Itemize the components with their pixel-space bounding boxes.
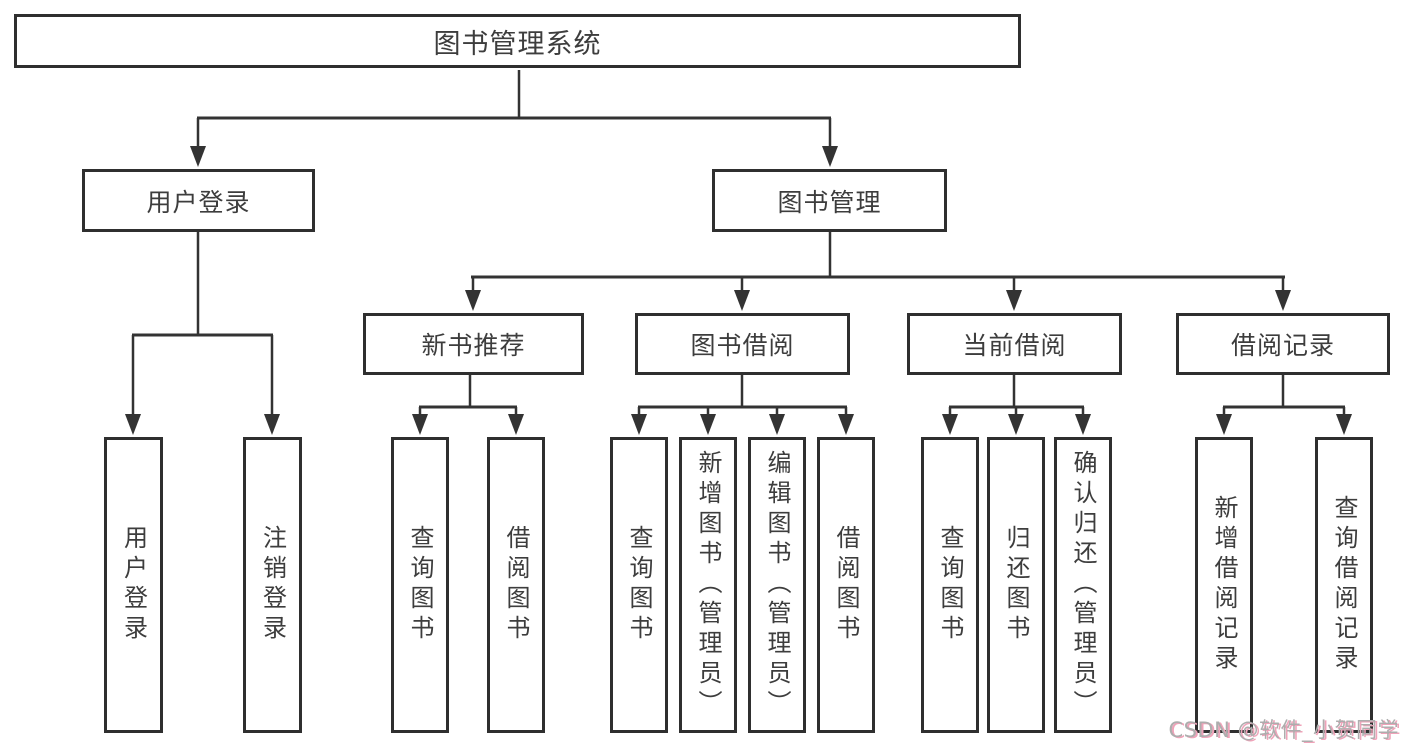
leaf-query-borrow-record: 查询借阅记录: [1315, 437, 1373, 733]
node-book-borrow: 图书借阅: [635, 313, 850, 375]
leaf-query-borrow-record-label: 查询借阅记录: [1330, 495, 1358, 675]
node-book-mgmt-label: 图书管理: [777, 187, 882, 217]
node-current-borrow: 当前借阅: [907, 313, 1122, 375]
node-root-label: 图书管理系统: [433, 28, 602, 60]
leaf-query-book-newrec-label: 查询图书: [406, 525, 434, 645]
node-book-borrow-label: 图书借阅: [690, 331, 795, 360]
node-user-login: 用户登录: [82, 169, 315, 232]
leaf-confirm-return-admin: 确认归还（管理员）: [1054, 437, 1112, 733]
node-borrow-records: 借阅记录: [1176, 313, 1390, 375]
leaf-add-book-admin-label: 新增图书（管理员）: [694, 450, 722, 720]
node-root: 图书管理系统: [14, 14, 1021, 68]
node-borrow-records-label: 借阅记录: [1230, 331, 1335, 360]
leaf-query-book-newrec: 查询图书: [391, 437, 449, 733]
node-current-borrow-label: 当前借阅: [962, 331, 1067, 360]
node-new-book-rec: 新书推荐: [363, 313, 584, 375]
leaf-add-borrow-record-label: 新增借阅记录: [1210, 495, 1238, 675]
watermark: CSDN @软件_小贺同学: [1168, 718, 1399, 742]
leaf-query-book-current-label: 查询图书: [936, 525, 964, 645]
leaf-user-login-label: 用户登录: [119, 525, 148, 645]
leaf-edit-book-admin: 编辑图书（管理员）: [748, 437, 806, 733]
leaf-query-book-borrow: 查询图书: [610, 437, 668, 733]
node-new-book-rec-label: 新书推荐: [421, 331, 526, 360]
leaf-add-borrow-record: 新增借阅记录: [1195, 437, 1253, 733]
leaf-logout: 注销登录: [243, 437, 302, 733]
leaf-return-book: 归还图书: [987, 437, 1045, 733]
leaf-user-login: 用户登录: [104, 437, 163, 733]
node-user-login-label: 用户登录: [146, 187, 251, 217]
leaf-logout-label: 注销登录: [258, 525, 287, 645]
leaf-confirm-return-admin-label: 确认归还（管理员）: [1069, 450, 1097, 720]
leaf-query-book-current: 查询图书: [921, 437, 979, 733]
leaf-borrow-book: 借阅图书: [817, 437, 875, 733]
leaf-return-book-label: 归还图书: [1002, 525, 1030, 645]
leaf-borrow-book-label: 借阅图书: [832, 525, 860, 645]
leaf-edit-book-admin-label: 编辑图书（管理员）: [763, 450, 791, 720]
leaf-borrow-book-newrec: 借阅图书: [487, 437, 545, 733]
leaf-add-book-admin: 新增图书（管理员）: [679, 437, 737, 733]
node-book-mgmt: 图书管理: [712, 169, 947, 232]
leaf-query-book-borrow-label: 查询图书: [625, 525, 653, 645]
leaf-borrow-book-newrec-label: 借阅图书: [502, 525, 530, 645]
